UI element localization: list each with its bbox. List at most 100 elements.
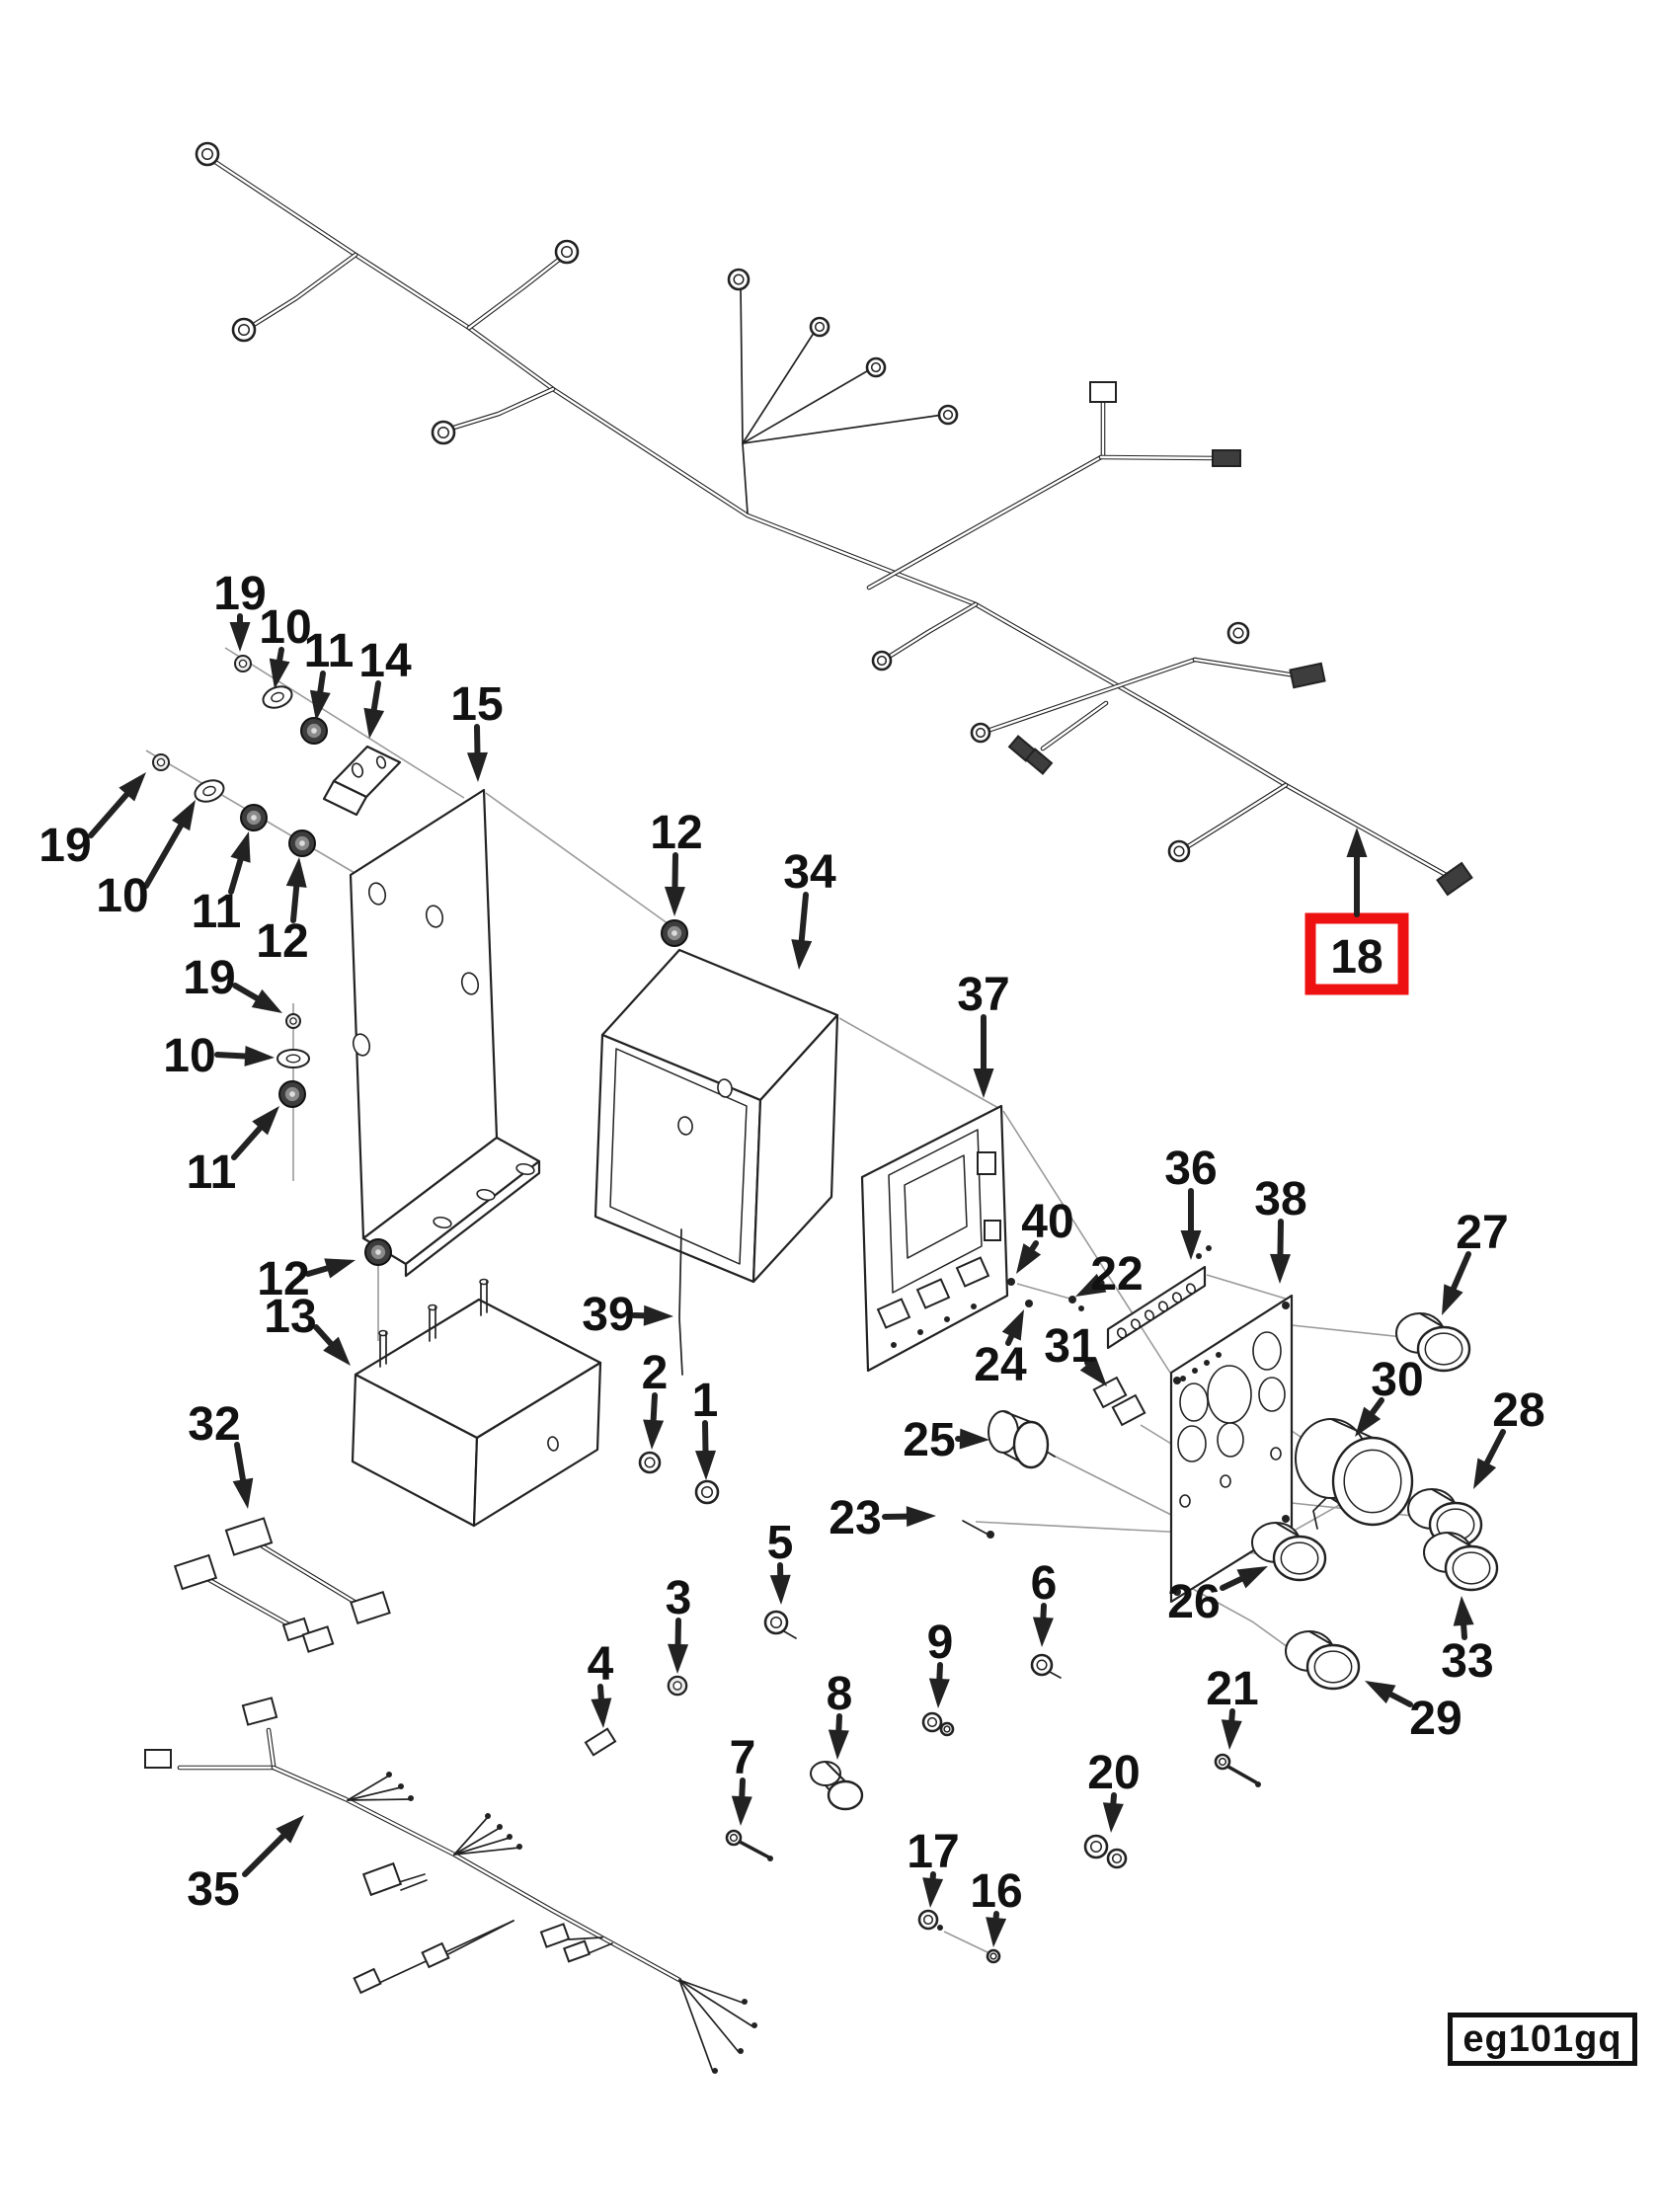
connector [1289,662,1326,689]
callout-number: 9 [927,1617,954,1669]
wire-line [962,1520,988,1535]
terminal-dot [944,1316,950,1322]
callout-arrow-head [1016,1243,1042,1274]
wire-line [736,1839,771,1859]
callout-arrow-line [317,671,326,695]
callout-arrow-head [1102,1802,1124,1833]
lock-nut-hole [251,815,257,821]
callout-11: 11 [192,831,251,938]
callout-arrow-head [769,1574,791,1605]
gauge-bezel [1280,1541,1319,1575]
nut-hole [672,1681,682,1691]
ring-terminal-hole [989,1952,997,1960]
gauge-back [810,1761,841,1786]
callout-arrow-head [973,1068,994,1098]
ring-terminal-hole [975,727,987,739]
construction-line [943,1931,988,1953]
ring-terminal-hole [942,409,954,421]
callout-32: 32 [188,1398,254,1509]
callout-number: 35 [187,1863,239,1916]
callout-1: 1 [692,1375,718,1480]
callout-arrow-head [643,1419,665,1450]
callout-11: 11 [304,625,354,721]
callout-number: 26 [1167,1576,1220,1628]
callout-arrow-head [1346,828,1368,857]
gauge-face [1012,1420,1050,1469]
callout-arrow-line [370,680,381,713]
callout-number: 10 [96,870,148,922]
wire-line [742,367,873,444]
hole [1116,1327,1128,1339]
terminal-dot [891,1342,897,1348]
callout-arrow-head [1442,1284,1463,1315]
ring-terminal-hole [644,1457,656,1468]
terminal-dot [917,1329,923,1335]
hole [1144,1309,1155,1321]
nut-hole [238,659,248,669]
ring-terminal-hole [436,426,450,439]
callout-number: 27 [1456,1207,1508,1259]
callout-arrow-head [252,1106,279,1136]
gauge-bezel [1313,1650,1353,1684]
gauge-side [1431,1488,1457,1504]
callout-arrow-line [835,1713,842,1734]
callout-arrow-line [305,1265,331,1277]
callout-arrow-line [1483,1429,1506,1466]
connector [1212,449,1241,467]
callout-number: 12 [256,915,308,968]
connector [144,1749,172,1769]
terminal-dot [497,1824,503,1830]
connector [353,1967,382,1995]
terminal-dot [971,1304,977,1309]
lock-nut-hole [289,1091,295,1097]
callout-21: 21 [1206,1663,1259,1750]
callout-number: 29 [1409,1693,1462,1745]
connector [1089,381,1117,403]
callout-arrow-head [309,689,331,721]
callout-arrow-head [731,1795,752,1826]
hole [677,1116,693,1136]
callout-number: 23 [829,1492,881,1544]
callout-10: 10 [163,1030,275,1082]
connector [562,1939,592,1963]
wire-line [1312,1496,1328,1530]
callout-6: 6 [1031,1557,1057,1647]
hole [425,905,444,928]
callout-arrow-line [1220,1575,1244,1591]
hole [476,1188,496,1202]
harness-wire [212,159,1453,880]
nut-hole [156,757,166,767]
hole [1130,1318,1142,1330]
callout-12: 12 [256,857,309,968]
gauge-side [1419,1312,1445,1328]
callout-arrow-head [828,1729,849,1760]
callout-arrow-head [269,658,290,689]
callout-arrow-head [1365,1681,1396,1704]
callout-number: 16 [970,1865,1022,1918]
connector [224,1517,274,1556]
terminal-dot [1025,1300,1033,1307]
wire-line [783,1630,797,1639]
callout-number: 12 [650,807,702,859]
callout-number: 38 [1254,1173,1306,1225]
terminal-dot [987,1531,994,1539]
connector [584,1727,617,1757]
ring-terminal-hole [926,1716,938,1728]
gauge-side [1002,1410,1032,1423]
terminal-dot [1282,1515,1290,1523]
callout-arrow-head [324,1258,356,1279]
callout-arrow-head [922,1877,944,1908]
connector [955,1256,990,1288]
construction-line [485,792,672,927]
callout-11: 11 [187,1106,279,1199]
callout-arrow-line [214,1052,249,1060]
connector [984,1220,1001,1241]
terminal-dot [1206,1245,1212,1251]
callout-arrow-head [591,1698,612,1728]
callout-arrow-line [231,1125,264,1160]
panel-face [904,1154,968,1259]
callout-arrow-head [251,988,282,1013]
callout-number: 32 [188,1398,240,1451]
